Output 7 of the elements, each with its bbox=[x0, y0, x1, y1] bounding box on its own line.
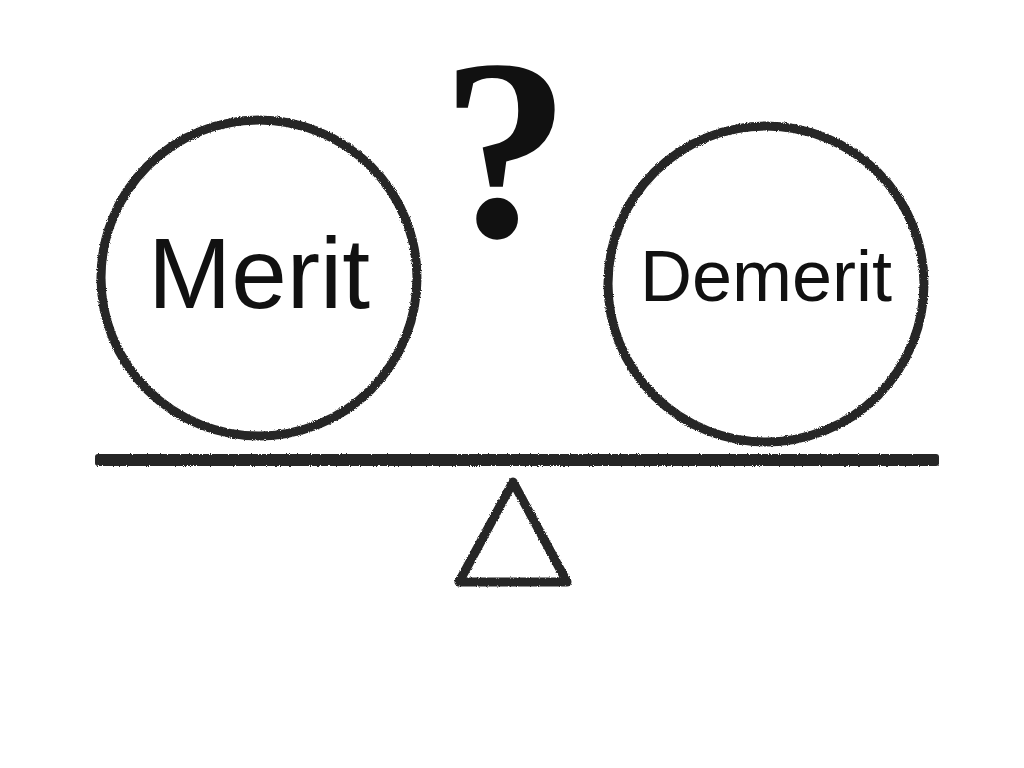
circle-node bbox=[603, 121, 929, 447]
seesaw-beam bbox=[95, 454, 939, 466]
fulcrum-triangle bbox=[454, 477, 572, 587]
circle-node bbox=[96, 115, 422, 441]
circle-label: Merit bbox=[147, 223, 371, 331]
question-mark: ? bbox=[441, 20, 570, 278]
circle-label: Demerit bbox=[639, 240, 892, 318]
